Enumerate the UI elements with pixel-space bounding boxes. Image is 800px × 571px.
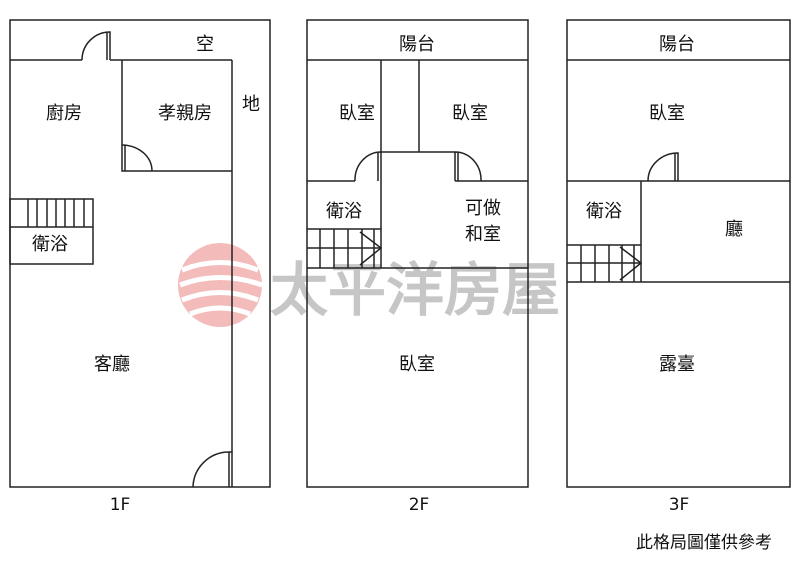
room-bedroom-2f-a: 臥室 [339, 103, 375, 124]
watermark-logo [178, 243, 263, 327]
floor-3f: 陽台 臥室 衛浴 廳 露臺 3F [566, 19, 791, 515]
floor-label-3f: 3F [669, 495, 690, 515]
disclaimer-note: 此格局圖僅供參考 [636, 533, 772, 553]
room-optional-line2: 和室 [465, 224, 501, 245]
floor-1f: 廚房 孝親房 衛浴 客廳 空 地 1F [9, 19, 271, 515]
room-parents: 孝親房 [158, 103, 212, 124]
room-balcony-3f: 陽台 [659, 34, 695, 55]
room-bedroom-2f-b: 臥室 [452, 103, 488, 124]
label-open-space-2: 地 [242, 94, 260, 115]
room-bedroom-2f-c: 臥室 [399, 354, 435, 375]
floor-label-2f: 2F [409, 495, 430, 515]
room-bedroom-3f: 臥室 [649, 103, 685, 124]
room-balcony-2f: 陽台 [399, 34, 435, 55]
room-terrace-3f: 露臺 [659, 354, 695, 375]
room-kitchen: 廚房 [46, 102, 82, 124]
room-bath-1f: 衛浴 [32, 234, 68, 255]
room-bath-2f: 衛浴 [326, 201, 362, 222]
label-open-space-1: 空 [196, 34, 214, 55]
room-bath-3f: 衛浴 [586, 201, 622, 222]
room-hall-3f: 廳 [725, 219, 743, 240]
floor-2f: 陽台 臥室 臥室 衛浴 可做 和室 臥室 2F [306, 19, 529, 515]
room-living: 客廳 [94, 354, 130, 375]
room-optional-line1: 可做 [465, 198, 501, 219]
floor-label-1f: 1F [110, 495, 131, 515]
watermark-text: 太平洋房屋 [270, 256, 560, 324]
